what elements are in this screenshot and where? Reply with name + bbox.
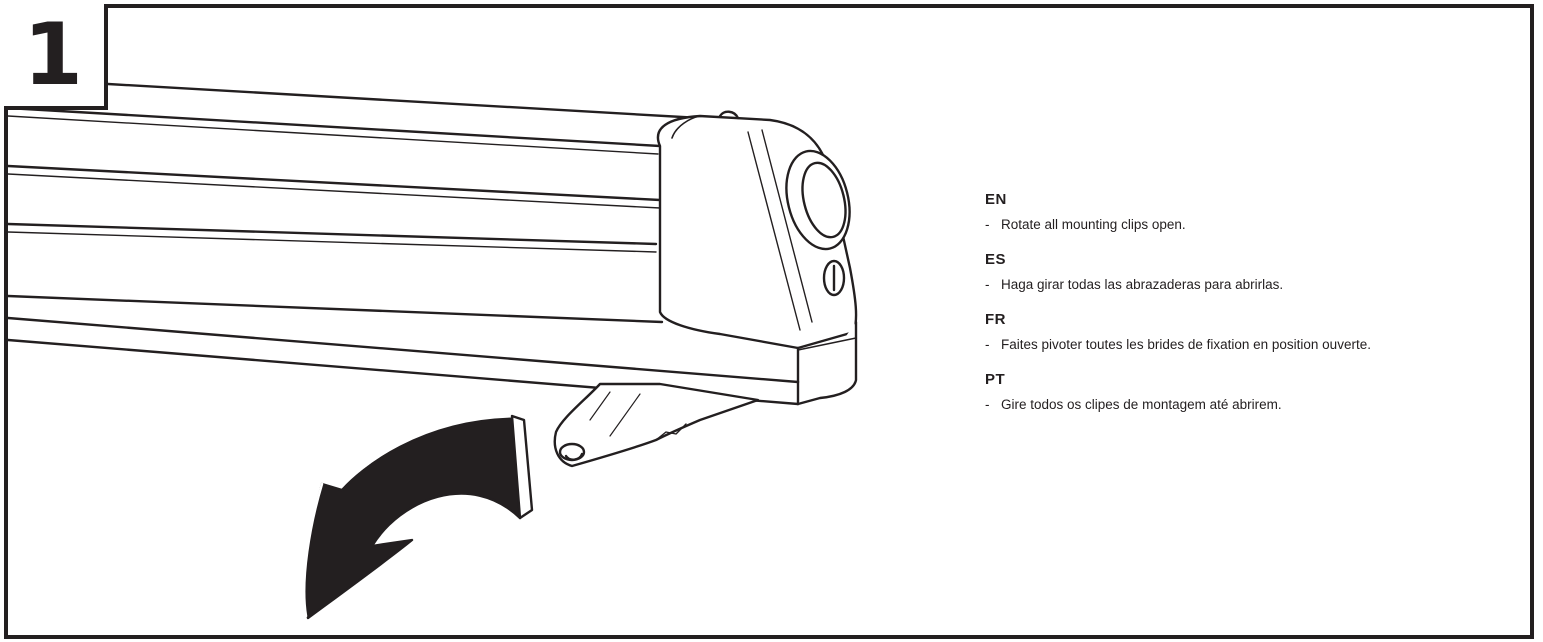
- step-frame: [4, 4, 1534, 639]
- instruction-text: - Gire todos os clipes de montagem até a…: [985, 396, 1525, 414]
- mounting-clip: [553, 382, 760, 468]
- instruction-fr: FR - Faites pivoter toutes les brides de…: [985, 310, 1525, 354]
- instruction-es: ES - Haga girar todas las abrazaderas pa…: [985, 250, 1525, 294]
- instruction-sentence: Gire todos os clipes de montagem até abr…: [1001, 397, 1282, 412]
- language-code: FR: [985, 311, 1006, 328]
- bullet-dash: -: [985, 397, 990, 412]
- instruction-text: - Haga girar todas las abrazaderas para …: [985, 276, 1525, 294]
- instruction-en: EN - Rotate all mounting clips open.: [985, 190, 1525, 234]
- instruction-text: - Faites pivoter toutes les brides de fi…: [985, 336, 1525, 354]
- language-code: PT: [985, 371, 1006, 388]
- rotate-open-arrow-icon: [303, 414, 534, 620]
- bullet-dash: -: [985, 277, 990, 292]
- instruction-list: EN - Rotate all mounting clips open. ES …: [985, 190, 1525, 430]
- step-number: 1: [23, 5, 83, 105]
- rack-bar: [6, 82, 800, 406]
- step-number-box: 1: [4, 4, 108, 110]
- instruction-sentence: Faites pivoter toutes les brides de fixa…: [1001, 337, 1371, 352]
- instruction-sentence: Haga girar todas las abrazaderas para ab…: [1001, 277, 1284, 292]
- language-code: ES: [985, 251, 1007, 268]
- instruction-pt: PT - Gire todos os clipes de montagem at…: [985, 370, 1525, 414]
- bullet-dash: -: [985, 337, 990, 352]
- instruction-sentence: Rotate all mounting clips open.: [1001, 217, 1186, 232]
- rack-end-cap: [656, 110, 858, 406]
- language-code: EN: [985, 191, 1007, 208]
- bullet-dash: -: [985, 217, 990, 232]
- instruction-text: - Rotate all mounting clips open.: [985, 216, 1525, 234]
